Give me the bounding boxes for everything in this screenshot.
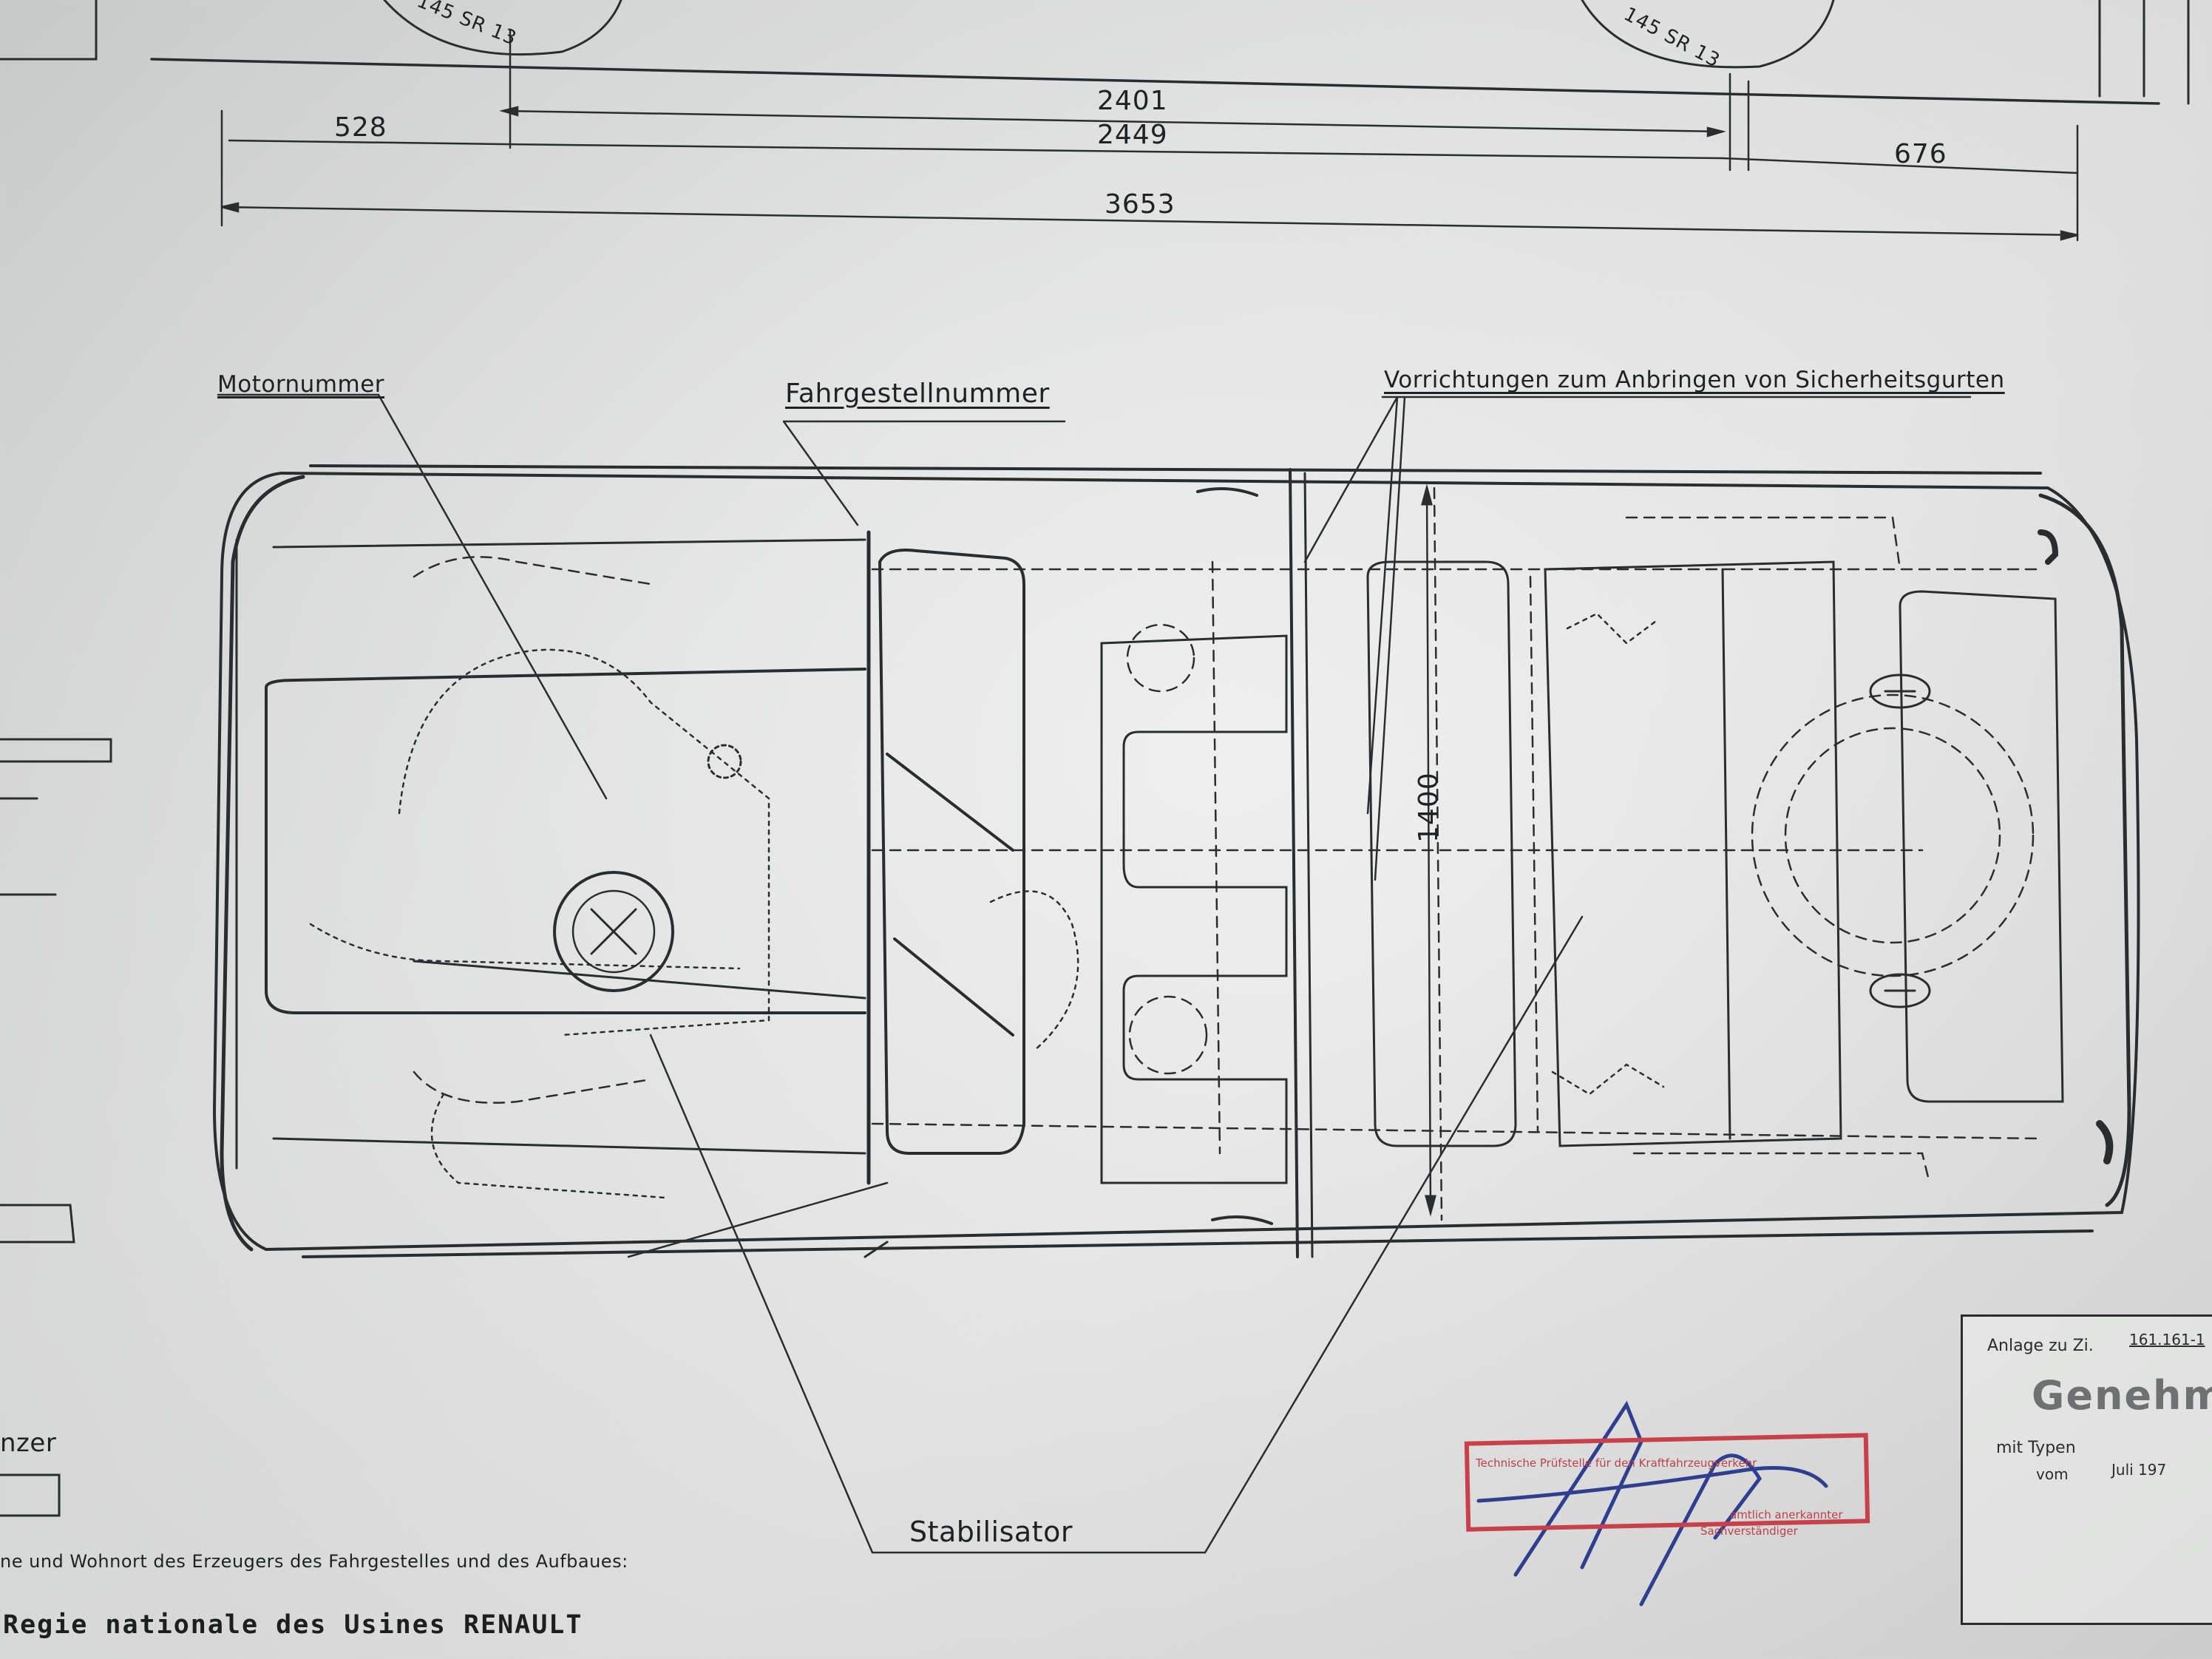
certificate-date-label: vom (2036, 1465, 2069, 1483)
label-fragment-left: nzer (0, 1428, 57, 1458)
front-wheel-outline (383, 0, 622, 56)
label-stabilizer: Stabilisator (909, 1516, 1073, 1548)
manufacturer-caption: ne und Wohnort des Erzeugers des Fahrges… (0, 1551, 628, 1572)
certificate-types: mit Typen (1996, 1439, 2076, 1457)
signature (1476, 1400, 1828, 1607)
stamp-line-3: amtlich anerkannter (1730, 1508, 1843, 1521)
certificate-date-value: Juli 197 (2111, 1461, 2167, 1479)
dim-width: 1400 (1414, 772, 1444, 843)
dim-wheelbase-b: 2449 (1097, 120, 1168, 150)
dimension-lines (220, 28, 2079, 242)
car-top-view (212, 464, 2140, 1258)
rear-wheel-outline (1581, 0, 1835, 69)
hidden-lines (413, 486, 2042, 1221)
certificate-annex: Anlage zu Zi. (1987, 1337, 2094, 1355)
dim-wheelbase-a: 2401 (1097, 86, 1168, 116)
certificate-box (1961, 1314, 2212, 1625)
label-seatbelt-mounts: Vorrichtungen zum Anbringen von Sicherhe… (1384, 367, 2005, 393)
leader-lines (217, 393, 1972, 1554)
certificate-heading: Genehm (2032, 1372, 2212, 1419)
dim-front-overhang: 528 (334, 112, 387, 143)
label-chassis-number: Fahrgestellnummer (785, 379, 1050, 409)
label-engine-number: Motornummer (217, 371, 385, 398)
stamp-line-2: Sachverständiger (1700, 1524, 1798, 1538)
stamp-line-1: Technische Prüfstelle für den Kraftfahrz… (1476, 1456, 1757, 1470)
certificate-annex-number: 161.161-1 (2129, 1331, 2205, 1348)
dim-rear-overhang: 676 (1894, 139, 1947, 169)
dim-total-length: 3653 (1105, 189, 1175, 220)
manufacturer-name: Regie nationale des Usines RENAULT (3, 1610, 583, 1640)
